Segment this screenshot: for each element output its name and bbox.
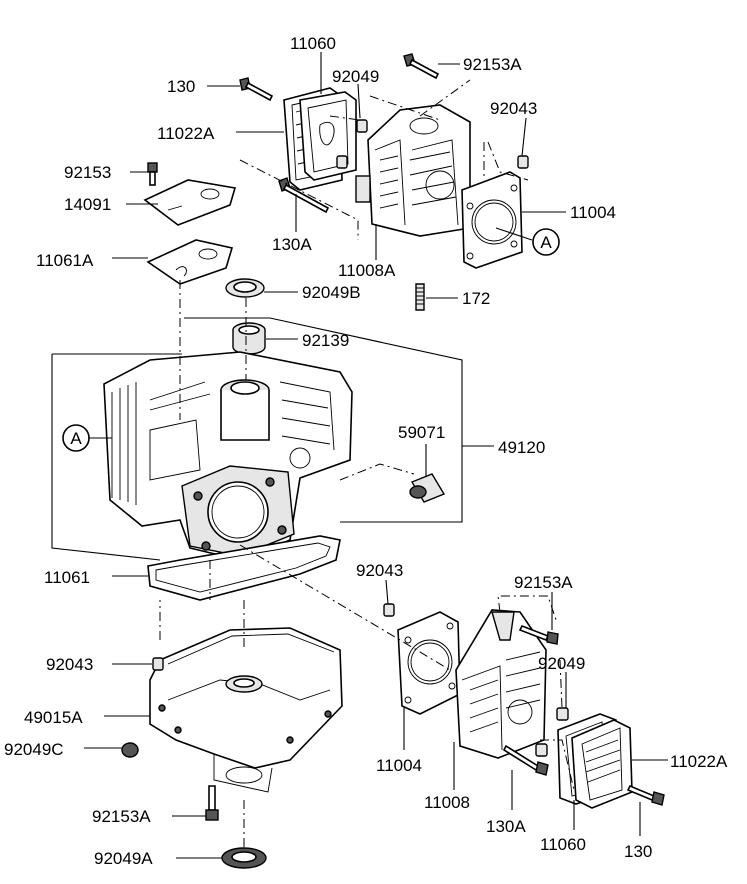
oil-seal-92049B [225,278,265,298]
valve-lifter-59071 [409,473,446,503]
callout-11022A-top: 11022A [157,124,215,143]
dowel-92049-top [336,119,368,169]
callout-92049-mid: 92049 [538,654,585,673]
callout-92153A-low: 92153A [92,807,151,826]
callout-11022A-low: 11022A [670,752,728,771]
assembly-line-cylinder [239,544,451,671]
callout-130-top: 130 [167,77,195,96]
callout-11060-low: 11060 [540,835,586,854]
callout-49120: 49120 [498,438,545,457]
callout-130A-top: 130A [272,235,312,254]
dowel-92043-top [517,155,529,169]
dowel-92043-mid [383,603,395,617]
crankcase-gasket-11061 [147,535,341,601]
callout-11004-low: 11004 [376,756,422,775]
leader-lines [84,52,668,859]
callout-11008: 11008 [424,793,470,812]
callout-92043-mid: 92043 [356,561,403,580]
group-bracket-49120 [51,317,463,561]
head-gasket-top [461,171,523,269]
assembly-line-pan [159,560,245,850]
stud-172 [415,283,425,311]
callout-59071: 59071 [398,423,445,442]
callout-92049A: 92049A [94,849,153,868]
callout-11060-top: 11060 [290,34,336,53]
reference-mark-a-left: A [62,424,90,452]
callout-92043-top: 92043 [490,99,537,118]
assembly-line-lifter [339,463,415,481]
callout-92153A-mid: 92153A [514,573,573,592]
callout-130A-low: 130A [486,817,526,836]
oil-pan-49015A [149,627,343,793]
reference-mark-a-right-label: A [540,233,552,252]
bolt-92153 [147,162,158,186]
bolt-92153A-low [205,785,219,821]
bushing-92139 [232,322,266,355]
seal-92049C [121,742,139,758]
reference-mark-a-right: A [532,228,560,256]
crankcase-49120 [103,351,353,561]
bolt-130-top [239,77,274,102]
callout-92049B: 92049B [302,283,361,302]
breather-gasket-11061A [146,239,234,285]
cylinder-head-top [355,104,471,237]
callout-130-low: 130 [624,842,652,861]
callout-92153A-top: 92153A [463,55,522,74]
bolt-130A-low [502,744,549,776]
callout-92049C: 92049C [4,740,64,759]
callout-172: 172 [462,289,490,308]
callout-92049-top: 92049 [332,67,379,86]
dowel-92043-low [152,657,164,671]
callout-92043-low: 92043 [46,655,93,674]
callout-92139: 92139 [302,331,349,350]
head-gasket-low [397,611,461,715]
callout-49015A: 49015A [24,708,83,727]
bolt-92153A-mid [518,624,559,645]
head-cover-low [571,719,633,809]
reference-mark-a-left-label: A [70,429,82,448]
bolt-130-low [626,784,665,806]
callout-11061: 11061 [44,568,90,587]
breather-cover-14091 [143,179,237,226]
bolt-92153A-top [403,53,440,80]
callout-11061A: 11061A [36,251,94,270]
oil-seal-92049A [221,847,267,869]
callout-92153: 92153 [64,163,111,182]
callout-11008A: 11008A [338,261,396,280]
cylinder-head-low [455,609,547,759]
callout-11004-top: 11004 [570,203,616,222]
callout-14091: 14091 [64,195,111,214]
dowel-92049-mid [535,707,569,757]
